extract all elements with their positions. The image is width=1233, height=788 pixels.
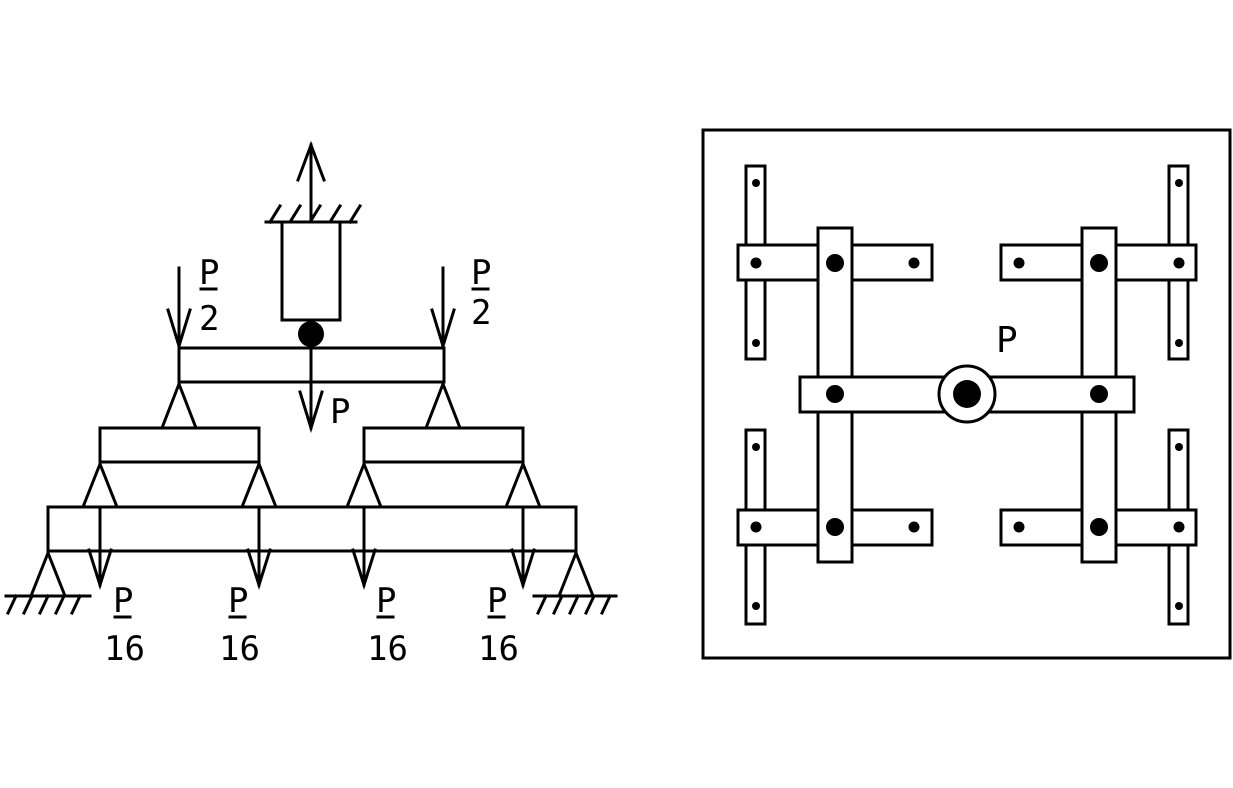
center-load: P	[298, 344, 350, 434]
top-load-left-den: 2	[199, 299, 219, 339]
bottom-load-label-1: P 16	[104, 581, 145, 669]
center-load-label: P	[330, 392, 350, 432]
svg-text:16: 16	[219, 629, 260, 669]
load-schematic: P 2 P 2 P	[4, 140, 618, 669]
pivot-support	[80, 459, 120, 509]
actuator-cylinder	[280, 220, 342, 322]
actuator	[264, 140, 363, 347]
pivot-support	[423, 379, 463, 430]
quadrant-top-right	[999, 164, 1198, 379]
ground-hatch-top	[267, 203, 363, 225]
svg-text:16: 16	[367, 629, 408, 669]
top-load-right: P 2	[430, 253, 491, 352]
whiffletree-plan-view: P	[701, 128, 1232, 660]
top-load-left-num: P	[199, 253, 219, 293]
center-load-label-plan: P	[996, 320, 1018, 361]
bottom-beam	[46, 505, 578, 553]
bottom-load-label-3: P 16	[367, 581, 408, 669]
svg-text:16: 16	[104, 629, 145, 669]
center-pivot	[953, 380, 981, 408]
top-load-right-num: P	[471, 253, 491, 293]
svg-text:P: P	[487, 581, 507, 621]
quadrant-bottom-right	[999, 410, 1198, 626]
center-beam	[798, 364, 1136, 424]
svg-text:P: P	[228, 581, 248, 621]
bottom-load-label-2: P 16	[219, 581, 260, 669]
actuator-pin	[298, 321, 324, 347]
svg-text:P: P	[113, 581, 133, 621]
svg-text:16: 16	[478, 629, 519, 669]
svg-text:P: P	[376, 581, 396, 621]
pivot-support	[503, 459, 543, 509]
top-load-right-den: 2	[471, 293, 491, 333]
pivot-support	[159, 379, 199, 430]
bottom-load-label-4: P 16	[478, 581, 519, 669]
top-load-left: P 2	[166, 253, 219, 352]
ground-support-right	[532, 548, 618, 615]
middle-beam-left	[98, 426, 261, 464]
ground-support-left	[4, 548, 92, 615]
pivot-support	[239, 459, 279, 509]
pivot-support	[344, 459, 384, 509]
middle-beam-right	[362, 426, 525, 464]
quadrant-bottom-left	[736, 410, 934, 626]
bottom-load-arrows	[87, 505, 536, 591]
